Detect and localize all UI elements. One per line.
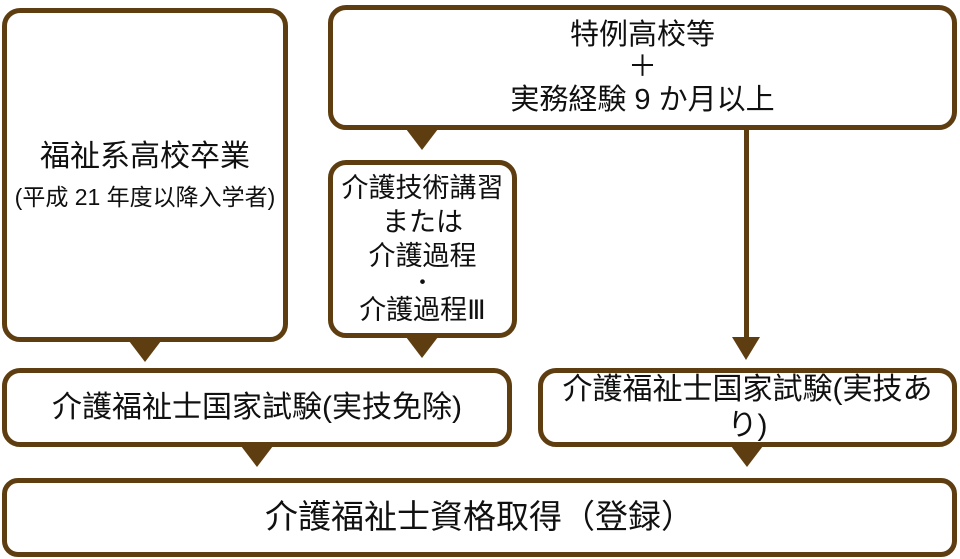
node-label: 実務経験 9 か月以上 [510, 83, 775, 116]
arrow-down-icon [732, 337, 760, 360]
node-label: 介護福祉士国家試験(実技あり) [562, 373, 933, 442]
node-label: 介護過程 [368, 241, 477, 272]
node-exam-jitsugi-menjo: 介護福祉士国家試験(実技免除) [2, 368, 512, 447]
node-kaigo-gijutsu-koshu: 介護技術講習 または 介護過程 ・ 介護過程Ⅲ [328, 160, 517, 338]
node-label: 介護過程Ⅲ [359, 294, 486, 325]
arrow-down-icon [731, 446, 763, 467]
node-label: 介護技術講習 [341, 173, 504, 204]
node-exam-jitsugi-ari: 介護福祉士国家試験(実技あり) [538, 368, 957, 447]
node-label: または [382, 207, 463, 238]
node-tokurei-high-school: 特例高校等 ＋ 実務経験 9 か月以上 [328, 5, 957, 130]
arrow-down-icon [129, 341, 161, 362]
arrow-down-icon [241, 446, 273, 467]
arrow-down-icon [406, 129, 438, 150]
node-shikaku-shutoku: 介護福祉士資格取得（登録） [2, 478, 957, 557]
node-fukushi-high-school: 福祉系高校卒業 (平成 21 年度以降入学者) [2, 8, 288, 342]
middle-dot: ・ [411, 270, 434, 296]
node-label: 福祉系高校卒業 [40, 139, 250, 173]
node-label: 介護福祉士国家試験(実技免除) [52, 390, 462, 424]
node-label: 特例高校等 [569, 18, 715, 51]
node-sublabel: (平成 21 年度以降入学者) [14, 184, 276, 211]
node-label: 介護福祉士資格取得（登録） [265, 498, 694, 536]
plus-sign: ＋ [627, 51, 657, 84]
arrow-line [744, 129, 749, 338]
arrow-down-icon [406, 337, 438, 358]
